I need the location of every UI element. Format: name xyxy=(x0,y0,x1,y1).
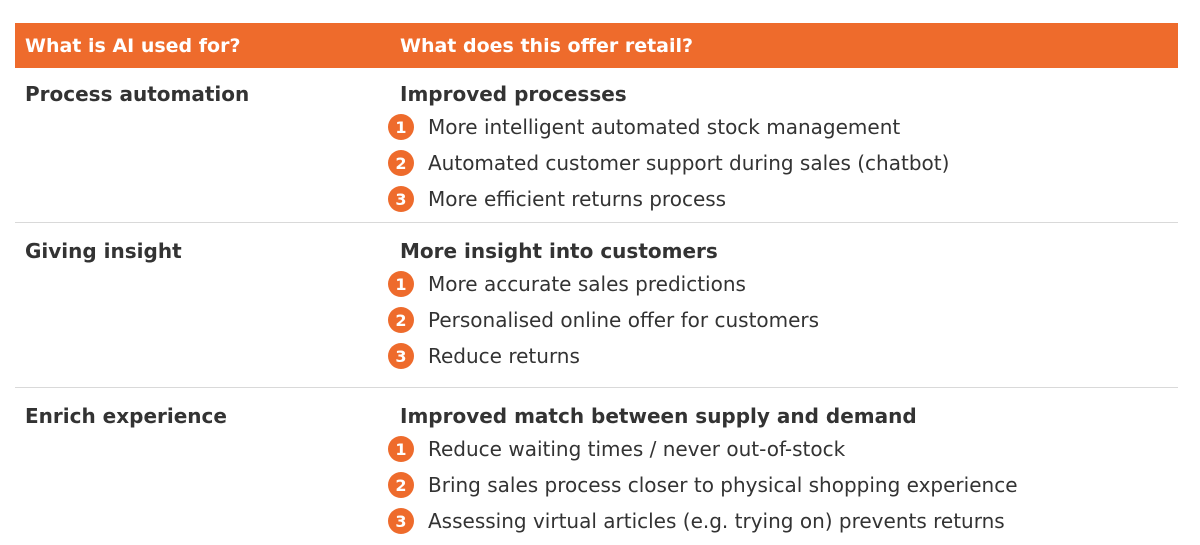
table-header: What is AI used for? What does this offe… xyxy=(15,23,1178,68)
number-badge: 2 xyxy=(388,307,414,333)
number-badge: 2 xyxy=(388,150,414,176)
table-row: Process automation Improved processes 1 … xyxy=(15,68,1178,223)
list-item-text: Reduce returns xyxy=(428,344,580,368)
number-badge: 3 xyxy=(388,343,414,369)
list-item-text: More accurate sales predictions xyxy=(428,272,746,296)
table-row: Enrich experience Improved match between… xyxy=(15,388,1178,544)
list-item-text: Personalised online offer for customers xyxy=(428,308,820,332)
number-badge: 1 xyxy=(388,436,414,462)
retail-benefit-cell: Improved processes 1 More intelligent au… xyxy=(388,82,1178,222)
number-badge: 3 xyxy=(388,508,414,534)
number-badge: 1 xyxy=(388,114,414,140)
number-badge: 1 xyxy=(388,271,414,297)
list-item: 2 Automated customer support during sale… xyxy=(388,145,1178,181)
number-badge: 3 xyxy=(388,186,414,212)
ai-use-label: Giving insight xyxy=(25,239,182,263)
number-badge: 2 xyxy=(388,472,414,498)
list-item: 2 Bring sales process closer to physical… xyxy=(388,467,1178,503)
list-item: 1 More accurate sales predictions xyxy=(388,266,1178,302)
header-retail-offer: What does this offer retail? xyxy=(400,34,694,57)
ai-use-label: Enrich experience xyxy=(25,404,227,428)
benefit-title: Improved processes xyxy=(400,82,627,106)
table-row: Giving insight More insight into custome… xyxy=(15,223,1178,388)
list-item: 2 Personalised online offer for customer… xyxy=(388,302,1178,338)
list-item: 3 Reduce returns xyxy=(388,338,1178,374)
retail-benefit-cell: Improved match between supply and demand… xyxy=(388,404,1178,544)
list-item: 3 More efficient returns process xyxy=(388,181,1178,217)
ai-use-label: Process automation xyxy=(25,82,250,106)
list-item-text: Bring sales process closer to physical s… xyxy=(428,473,1018,497)
list-item-text: Automated customer support during sales … xyxy=(428,151,950,175)
list-item-text: Assessing virtual articles (e.g. trying … xyxy=(428,509,1005,533)
benefit-title: More insight into customers xyxy=(400,239,718,263)
ai-retail-table: What is AI used for? What does this offe… xyxy=(15,23,1178,544)
list-item-text: Reduce waiting times / never out-of-stoc… xyxy=(428,437,846,461)
list-item: 1 More intelligent automated stock manag… xyxy=(388,109,1178,145)
retail-benefit-cell: More insight into customers 1 More accur… xyxy=(388,239,1178,387)
header-ai-use: What is AI used for? xyxy=(25,34,241,57)
benefit-title: Improved match between supply and demand xyxy=(400,404,917,428)
list-item-text: More intelligent automated stock managem… xyxy=(428,115,901,139)
list-item: 1 Reduce waiting times / never out-of-st… xyxy=(388,431,1178,467)
list-item: 3 Assessing virtual articles (e.g. tryin… xyxy=(388,503,1178,539)
list-item-text: More efficient returns process xyxy=(428,187,727,211)
